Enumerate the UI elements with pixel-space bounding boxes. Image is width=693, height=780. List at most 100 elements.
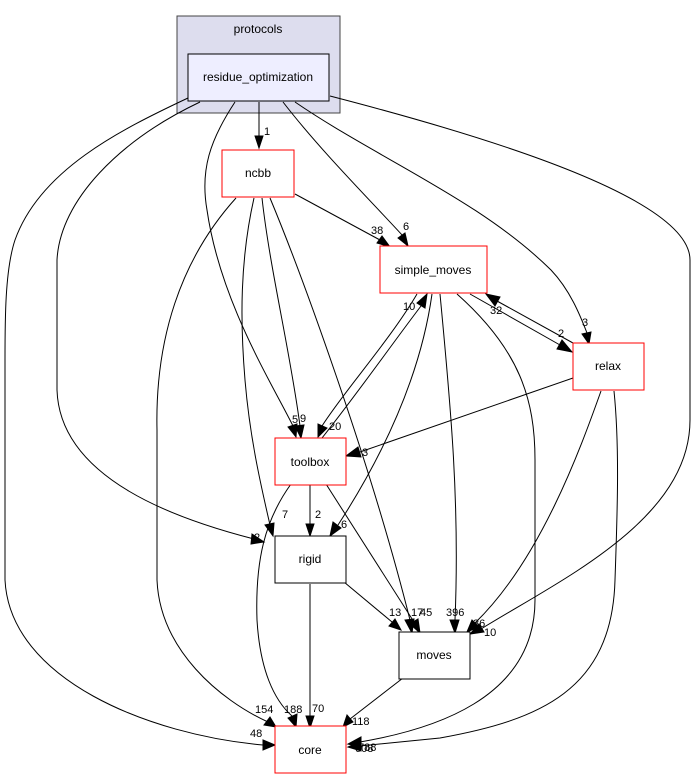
node-box[interactable] bbox=[221, 149, 295, 198]
edge-residue_optimization-simple_moves[interactable]: 6 bbox=[282, 101, 409, 248]
node-simple_moves[interactable]: simple_moves bbox=[379, 245, 488, 294]
arrowhead-icon bbox=[287, 423, 298, 439]
node-moves[interactable]: moves bbox=[398, 631, 471, 680]
edge-residue_optimization-rigid[interactable]: 2 bbox=[56, 101, 266, 545]
edge-ncbb-core[interactable]: 154 bbox=[156, 197, 277, 728]
edge-label: 2 bbox=[254, 532, 260, 544]
arrowhead-icon bbox=[581, 331, 592, 346]
arrowhead-icon bbox=[254, 135, 264, 150]
arrowhead-icon bbox=[416, 292, 428, 309]
cluster-label: protocols bbox=[234, 22, 283, 36]
edge-label: 9 bbox=[300, 413, 306, 425]
edge-label: 3 bbox=[362, 447, 368, 459]
edge-toolbox-moves[interactable]: 45 bbox=[325, 483, 432, 635]
edge-toolbox-rigid[interactable]: 2 bbox=[305, 484, 321, 538]
node-core[interactable]: core bbox=[274, 725, 347, 774]
arrowhead-icon bbox=[294, 424, 305, 440]
edge-rigid-core[interactable]: 70 bbox=[305, 584, 324, 730]
edge-label: 20 bbox=[329, 421, 341, 433]
arrowhead-icon bbox=[287, 713, 298, 729]
node-label: relax bbox=[595, 359, 621, 373]
node-toolbox[interactable]: toolbox bbox=[274, 437, 347, 486]
arrowhead-icon bbox=[305, 523, 315, 538]
edge-relax-core[interactable]: 608 bbox=[346, 390, 619, 755]
arrowhead-icon bbox=[263, 716, 277, 728]
arrowhead-icon bbox=[409, 618, 421, 635]
arrowhead-icon bbox=[342, 714, 354, 728]
edge-label: 5 bbox=[292, 414, 298, 426]
arrowhead-icon bbox=[556, 339, 574, 353]
edge-label: 38 bbox=[371, 225, 383, 237]
node-box[interactable] bbox=[572, 342, 645, 391]
edge-label: 45 bbox=[420, 607, 432, 619]
node-label: toolbox bbox=[291, 455, 330, 469]
node-relax[interactable]: relax bbox=[572, 342, 645, 391]
edge-label: 13 bbox=[389, 607, 401, 619]
node-label: moves bbox=[416, 648, 451, 662]
node-label: simple_moves bbox=[395, 263, 472, 277]
edge-rigid-moves[interactable]: 13 bbox=[343, 581, 403, 631]
edge-moves-core[interactable]: 118 bbox=[342, 677, 404, 728]
edge-simple_moves-relax[interactable]: 2 bbox=[469, 293, 574, 353]
edge-simple_moves-core[interactable]: 788 bbox=[346, 293, 536, 754]
edge-relax-moves[interactable]: 36 bbox=[466, 390, 602, 633]
edge-simple_moves-toolbox[interactable]: 20 bbox=[317, 293, 418, 439]
edge-residue_optimization-relax[interactable]: 3 bbox=[294, 101, 592, 346]
node-ncbb[interactable]: ncbb bbox=[221, 149, 295, 198]
node-residue_optimization[interactable]: residue_optimization bbox=[187, 53, 330, 102]
edge-simple_moves-rigid[interactable]: 6 bbox=[329, 293, 433, 538]
edge-label: 36 bbox=[473, 618, 485, 630]
edge-label: 48 bbox=[250, 728, 262, 740]
edge-residue_optimization-moves[interactable]: 10 bbox=[329, 95, 691, 639]
arrowhead-icon bbox=[262, 739, 277, 751]
arrowhead-icon bbox=[484, 293, 501, 307]
arrowhead-icon bbox=[250, 533, 266, 545]
edge-label: 6 bbox=[403, 221, 409, 233]
edge-label: 17 bbox=[411, 607, 423, 619]
arrowhead-icon bbox=[346, 740, 362, 752]
edge-toolbox-core[interactable]: 188 bbox=[256, 483, 303, 729]
node-box[interactable] bbox=[187, 53, 330, 102]
edge-residue_optimization-ncbb[interactable]: 1 bbox=[254, 102, 270, 150]
edge-residue_optimization-core[interactable]: 48 bbox=[4, 97, 277, 751]
node-rigid[interactable]: rigid bbox=[274, 535, 347, 584]
arrowhead-icon bbox=[466, 619, 480, 633]
node-box[interactable] bbox=[274, 535, 347, 584]
node-label: core bbox=[298, 743, 322, 757]
edge-label: 70 bbox=[312, 703, 324, 715]
edge-simple_moves-moves[interactable]: 396 bbox=[439, 293, 464, 635]
edge-label: 2 bbox=[315, 509, 321, 521]
edge-toolbox-simple_moves[interactable]: 10 bbox=[321, 292, 428, 439]
node-label: ncbb bbox=[245, 166, 271, 180]
arrowhead-icon bbox=[344, 446, 362, 458]
edge-label: 6 bbox=[341, 519, 347, 531]
edge-relax-toolbox[interactable]: 3 bbox=[344, 377, 574, 459]
node-box[interactable] bbox=[274, 725, 347, 774]
arrowhead-icon bbox=[397, 232, 409, 248]
edge-label: 10 bbox=[403, 301, 415, 313]
nodes-layer: residue_optimization ncbb simple_moves r… bbox=[187, 53, 645, 774]
arrowhead-icon bbox=[329, 521, 342, 538]
edge-label: 608 bbox=[355, 743, 373, 755]
arrowhead-icon bbox=[388, 618, 403, 631]
edge-label: 32 bbox=[490, 305, 502, 317]
edges-layer: 1 6 3 5 2 10 bbox=[4, 95, 691, 755]
edge-label: 3 bbox=[582, 317, 588, 329]
edge-ncbb-toolbox[interactable]: 9 bbox=[261, 197, 306, 440]
arrowhead-icon bbox=[305, 715, 315, 730]
edge-label: 396 bbox=[446, 607, 464, 619]
edge-residue_optimization-toolbox[interactable]: 5 bbox=[204, 101, 298, 439]
node-box[interactable] bbox=[274, 437, 347, 486]
edge-label: 2 bbox=[558, 328, 564, 340]
edge-label: 7 bbox=[282, 509, 288, 521]
edge-label: 154 bbox=[255, 704, 273, 716]
arrowhead-icon bbox=[376, 235, 392, 248]
node-box[interactable] bbox=[379, 245, 488, 294]
edge-label: 188 bbox=[284, 704, 302, 716]
arrowhead-icon bbox=[449, 619, 460, 635]
edge-ncbb-simple_moves[interactable]: 38 bbox=[294, 193, 392, 248]
node-label: rigid bbox=[299, 552, 322, 566]
edge-relax-simple_moves[interactable]: 32 bbox=[484, 293, 574, 344]
node-box[interactable] bbox=[398, 631, 471, 680]
